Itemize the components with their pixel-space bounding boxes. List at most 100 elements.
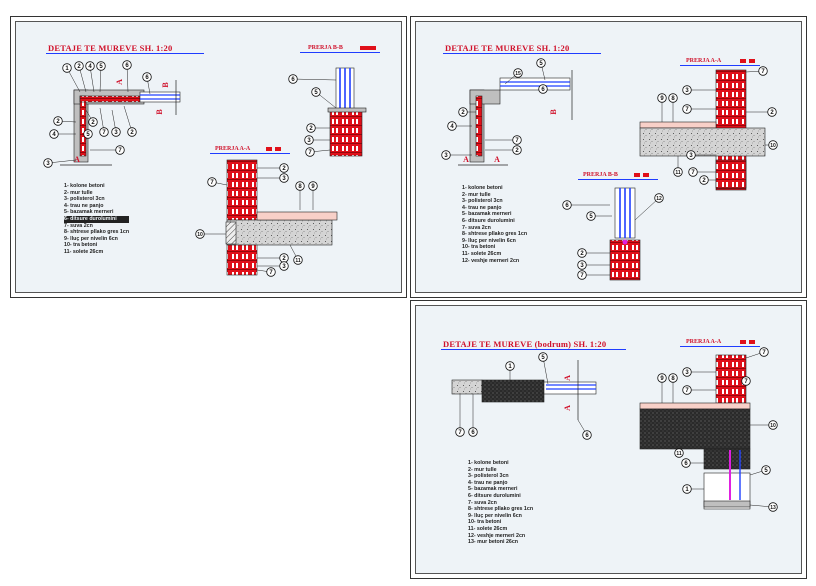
legend-item: 12- veshje merneri 2cn [462, 257, 520, 264]
callout-bubble: 2 [53, 116, 63, 126]
legend-item: 2- mur tulle [462, 191, 491, 198]
legend-item: 9- lluç per nivelin 6cn [462, 237, 516, 244]
sheet-3-section-aa-marker-2 [749, 340, 755, 344]
sheet-2-title-underline [443, 53, 601, 54]
callout-number: 3 [307, 138, 311, 144]
sheet-2-section-aa-label: PRERJA A-A [686, 58, 722, 64]
callout-bubble: 3 [441, 150, 451, 160]
callout-circle [308, 181, 318, 191]
legend-item: 8- shtrese pllako gres 1cn [462, 231, 528, 238]
window-sill [327, 107, 367, 113]
concrete-beam [225, 221, 237, 245]
callout-number: 3 [444, 153, 448, 159]
callout-circle [768, 140, 778, 150]
callout-number: 6 [291, 77, 295, 83]
callout-bubble: 7 [512, 135, 522, 145]
callout-number: 7 [308, 150, 312, 156]
callout-number: 9 [660, 96, 664, 102]
callout-circle [673, 167, 683, 177]
legend-item: 11- solete 26cm [468, 525, 508, 532]
sheet-3-title: DETAJE TE MUREVE (bodrum) SH. 1:20 [443, 339, 607, 349]
callout-number: 2 [77, 64, 81, 70]
callout-number: 13 [770, 505, 776, 511]
callout-number: 10 [770, 143, 776, 149]
concrete-slab [226, 219, 333, 246]
legend-item: 3- polisterol 3cn [462, 198, 503, 205]
callout-circle [293, 255, 303, 265]
callout-circle [74, 61, 84, 71]
callout-number: 3 [685, 88, 689, 94]
callout-number: 4 [88, 64, 92, 70]
callout-number: 6 [125, 63, 129, 69]
callout-number: 10 [197, 232, 203, 238]
callout-number: 2 [282, 256, 286, 262]
callout-circle [682, 484, 692, 494]
callout-circle [311, 87, 321, 97]
callout-bubble: 6 [142, 72, 152, 82]
callout-bubble: 11 [293, 255, 303, 265]
callout-circle [195, 229, 205, 239]
callout-circle [538, 352, 548, 362]
plan-brick-wall [475, 95, 483, 157]
callout-bubble: 2 [306, 123, 316, 133]
callout-number: 1 [65, 66, 69, 72]
callout-circle [62, 63, 72, 73]
callout-bubble: 2 [458, 107, 468, 117]
window-frame [499, 77, 571, 91]
callout-bubble: 7 [758, 66, 768, 76]
callout-bubble: 8 [668, 93, 678, 103]
callout-number: 5 [539, 61, 543, 67]
callout-bubble: 3 [279, 261, 289, 271]
cut-mark-a: A [74, 155, 80, 164]
callout-circle [688, 167, 698, 177]
callout-bubble: 7 [759, 347, 769, 357]
callout-number: 7 [761, 69, 765, 75]
legend-item: 6- ditsure durolumini [462, 217, 515, 224]
callout-bubble: 15 [513, 68, 523, 78]
sheet-2-section-aa-marker-1 [740, 59, 746, 63]
callout-number: 7 [102, 130, 106, 136]
callout-number: 7 [580, 273, 584, 279]
callout-bubble: 5 [83, 129, 93, 139]
callout-bubble: 10 [768, 420, 778, 430]
callout-bubble: 5 [538, 352, 548, 362]
callout-number: 7 [685, 388, 689, 394]
cut-mark-a: A [494, 155, 500, 164]
cut-mark-b: B [161, 82, 170, 88]
legend-item: 10- tra betoni [64, 242, 98, 249]
section-brick-wall [715, 159, 747, 189]
cut-mark-b: B [155, 109, 164, 115]
sheet-2-section-bb-marker-1 [634, 173, 640, 177]
callout-number: 12 [656, 196, 662, 202]
sheet-1-section-bb-label: PRERJA B-B [308, 45, 343, 51]
callout-circle [577, 248, 587, 258]
callout-bubble: 2 [74, 61, 84, 71]
cut-mark-a: A [563, 375, 572, 381]
callout-circle [127, 127, 137, 137]
callout-circle [686, 150, 696, 160]
callout-circle [305, 147, 315, 157]
callout-bubble: 6 [122, 60, 132, 70]
callout-number: 15 [515, 71, 521, 77]
callout-bubble: 3 [682, 367, 692, 377]
callout-number: 5 [541, 355, 545, 361]
callout-circle [115, 145, 125, 155]
legend-item: 3- polisterol 3cn [468, 473, 509, 480]
callout-number: 11 [675, 170, 681, 176]
callout-circle [682, 104, 692, 114]
callout-number: 7 [515, 138, 519, 144]
callout-circle [682, 385, 692, 395]
callout-number: 9 [660, 376, 664, 382]
callout-circle [674, 448, 684, 458]
window-frame [139, 91, 181, 103]
callout-number: 6 [541, 87, 545, 93]
cut-mark-a: A [463, 155, 469, 164]
callout-number: 6 [565, 203, 569, 209]
sheet-2-section-bb-underline [578, 179, 658, 180]
callout-bubble: 9 [308, 181, 318, 191]
legend-item: 1- kolone betoni [64, 183, 105, 189]
callout-circle [142, 72, 152, 82]
callout-bubble: 2 [279, 163, 289, 173]
sheet-1-title-underline [46, 53, 204, 54]
